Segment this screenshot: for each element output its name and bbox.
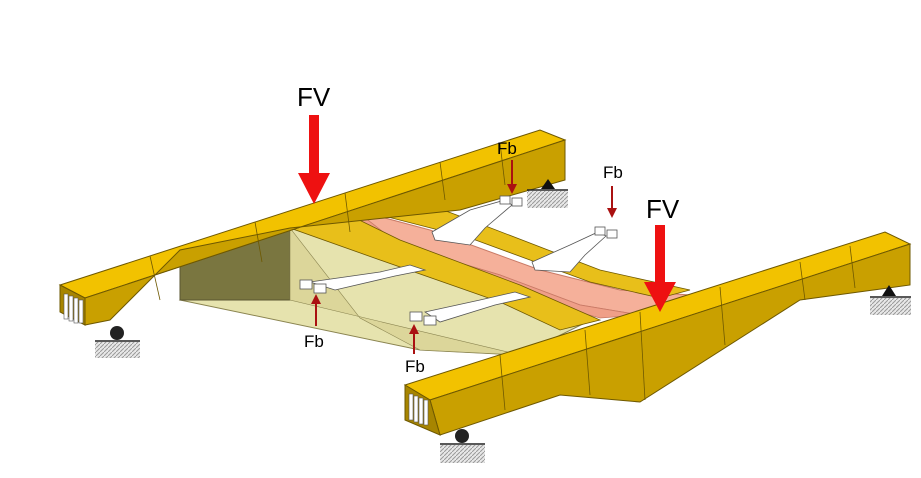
label-fb-top-center: Fb — [497, 139, 517, 158]
fb-arrow-top-right — [607, 186, 617, 218]
label-fv-left: FV — [297, 82, 331, 112]
flange-lower — [288, 212, 602, 331]
left-beam-side — [84, 139, 566, 326]
bracket-bottom-left — [299, 264, 427, 294]
left-beam-segments — [149, 142, 506, 301]
fb-arrow-bottom-center — [409, 324, 419, 354]
right-beam-end-cells — [408, 393, 429, 426]
bracket-top-center — [431, 195, 523, 246]
right-beam-segments — [499, 245, 856, 411]
label-fb-bottom-left: Fb — [304, 332, 324, 351]
bracket-bottom-center — [409, 291, 532, 326]
fv-arrow-right — [644, 225, 676, 312]
fb-arrow-bottom-left — [311, 294, 321, 326]
support-pin-top — [527, 179, 568, 208]
support-pin-right — [870, 285, 911, 315]
label-fb-top-right: Fb — [603, 163, 623, 182]
bracket-top-right — [531, 226, 618, 273]
label-fb-bottom-center: Fb — [405, 357, 425, 376]
support-roller-bottom — [440, 429, 485, 463]
support-roller-left — [95, 326, 140, 358]
left-beam-end-cells — [63, 293, 84, 324]
label-fv-right: FV — [646, 194, 680, 224]
fv-arrow-left — [298, 115, 330, 204]
right-beam-side — [429, 243, 911, 436]
inner-wall-shadow — [289, 227, 521, 356]
fb-arrow-top-center — [507, 160, 517, 194]
